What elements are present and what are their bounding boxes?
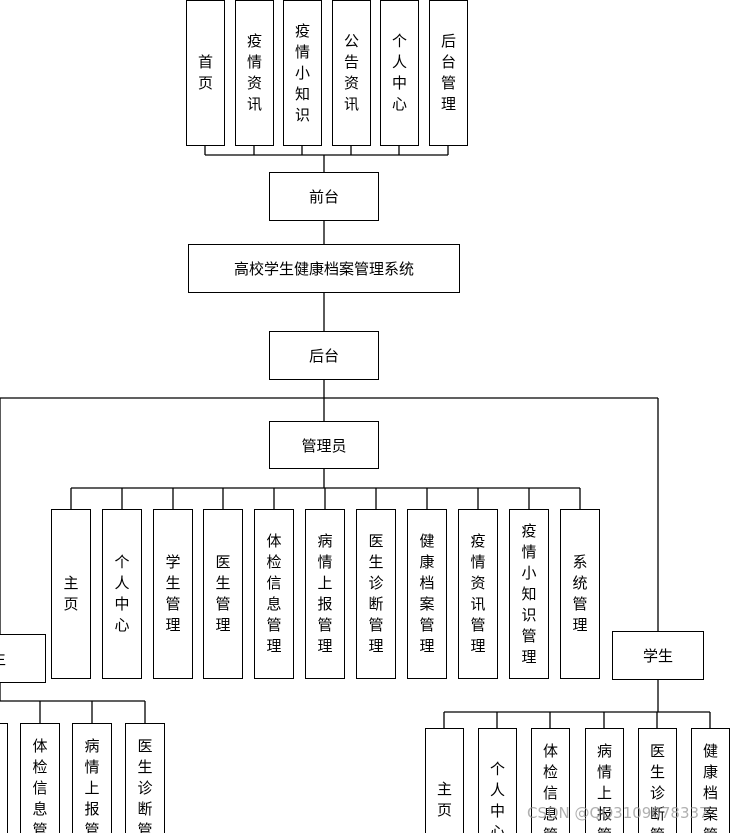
student-item-label: 体检信息管理	[543, 742, 559, 833]
front-tab-backend-label: 后台管理	[441, 32, 457, 113]
student-item-home: 主页	[425, 728, 464, 833]
student-item-label: 健康档案管理	[703, 742, 719, 833]
admin-item-label: 健康档案管理	[419, 532, 435, 655]
admin-item-label: 个人中心	[114, 553, 130, 634]
back-node: 后台	[269, 331, 379, 380]
doctor-item-partial	[0, 723, 8, 833]
doctor-item-label: 体检信息管理	[32, 737, 48, 833]
student-item-diagnosis-management: 医生诊断管理	[638, 728, 677, 833]
admin-item-label: 体检信息管理	[266, 532, 282, 655]
front-tab-personal-center: 个人中心	[380, 0, 419, 146]
front-tab-personal-center-label: 个人中心	[392, 32, 408, 113]
front-tab-epidemic-news: 疫情资讯	[235, 0, 274, 146]
student-node: 学生	[612, 631, 704, 680]
admin-item-checkup-management: 体检信息管理	[254, 509, 294, 679]
front-tab-home: 首页	[186, 0, 225, 146]
doctor-item-diagnosis-management: 医生诊断管理	[125, 723, 165, 833]
admin-item-health-record-management: 健康档案管理	[407, 509, 447, 679]
front-node-label: 前台	[308, 188, 339, 206]
admin-item-label: 主页	[63, 574, 79, 613]
admin-item-label: 疫情资讯管理	[470, 532, 486, 655]
admin-item-diagnosis-management: 医生诊断管理	[356, 509, 396, 679]
admin-item-label: 疫情小知识管理	[521, 521, 537, 666]
front-node: 前台	[269, 172, 379, 221]
admin-item-label: 医生管理	[215, 553, 231, 634]
student-item-health-record-management: 健康档案管理	[691, 728, 730, 833]
student-item-personal-center: 个人中心	[478, 728, 517, 833]
admin-node-label: 管理员	[301, 436, 347, 455]
admin-item-home: 主页	[51, 509, 91, 679]
front-tab-announcements-label: 公告资讯	[344, 32, 360, 113]
front-tab-epidemic-news-label: 疫情资讯	[247, 32, 263, 113]
admin-item-personal-center: 个人中心	[102, 509, 142, 679]
admin-item-epidemic-news-management: 疫情资讯管理	[458, 509, 498, 679]
doctor-node: 医生	[0, 634, 46, 683]
student-item-checkup-management: 体检信息管理	[531, 728, 570, 833]
student-node-label: 学生	[642, 647, 673, 665]
front-tab-epidemic-knowledge: 疫情小知识	[283, 0, 322, 146]
admin-item-system-management: 系统管理	[560, 509, 600, 679]
front-tab-epidemic-knowledge-label: 疫情小知识	[295, 21, 311, 124]
system-node-label: 高校学生健康档案管理系统	[233, 260, 414, 278]
admin-item-student-management: 学生管理	[153, 509, 193, 679]
admin-item-label: 医生诊断管理	[368, 532, 384, 655]
student-item-label: 个人中心	[490, 760, 506, 833]
system-node: 高校学生健康档案管理系统	[188, 244, 460, 293]
admin-item-doctor-management: 医生管理	[203, 509, 243, 679]
student-item-label: 医生诊断管理	[650, 742, 666, 833]
admin-item-illness-report-management: 病情上报管理	[305, 509, 345, 679]
admin-item-epidemic-knowledge-management: 疫情小知识管理	[509, 509, 549, 679]
admin-node: 管理员	[269, 421, 379, 469]
doctor-item-illness-report-management: 病情上报管理	[72, 723, 112, 833]
admin-item-label: 学生管理	[165, 553, 181, 634]
doctor-item-label: 病情上报管理	[84, 737, 100, 833]
front-tab-announcements: 公告资讯	[332, 0, 371, 146]
student-item-illness-report-management: 病情上报管理	[585, 728, 624, 833]
admin-item-label: 系统管理	[572, 553, 588, 634]
doctor-node-label: 医生	[0, 648, 6, 669]
front-tab-home-label: 首页	[198, 53, 214, 92]
front-tab-backend: 后台管理	[429, 0, 468, 146]
watermark: CSDN @QQ3109678337	[527, 804, 709, 822]
doctor-item-label: 医生诊断管理	[137, 737, 153, 833]
student-item-label: 主页	[437, 780, 453, 819]
doctor-item-checkup-management: 体检信息管理	[20, 723, 60, 833]
student-item-label: 病情上报管理	[597, 742, 613, 833]
back-node-label: 后台	[308, 347, 339, 365]
admin-item-label: 病情上报管理	[317, 532, 333, 655]
